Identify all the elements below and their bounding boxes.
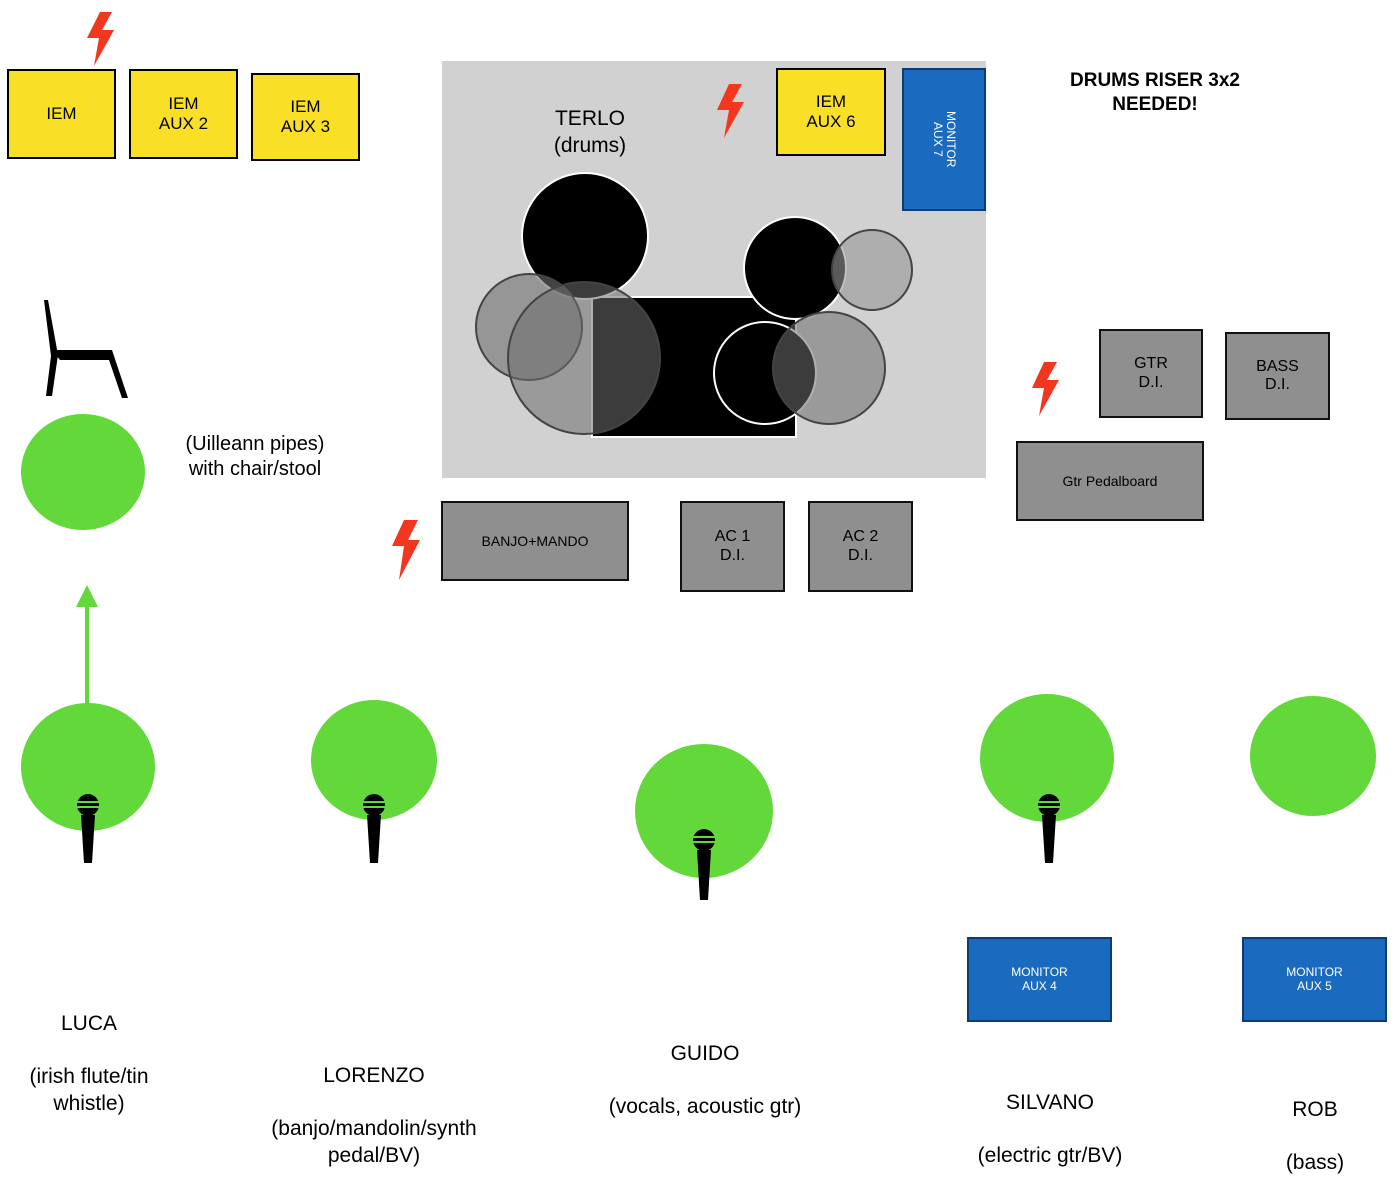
- pipes-note: (Uilleann pipes) with chair/stool: [185, 433, 325, 481]
- drums-riser-note: DRUMS RISER 3x2 NEEDED!: [1070, 70, 1240, 115]
- power-icon: [717, 84, 744, 138]
- monitor-aux4-box: MONITOR AUX 4: [967, 937, 1112, 1022]
- musician-label-rob: ROB (bass): [1250, 1070, 1380, 1203]
- power-icon: [1032, 362, 1059, 416]
- musician-name: ROB: [1292, 1097, 1338, 1121]
- monitor-aux5-box: MONITOR AUX 5: [1242, 937, 1387, 1022]
- microphone-icon: [1038, 794, 1060, 863]
- bass-di-box: BASS D.I.: [1225, 332, 1330, 420]
- chair-icon: [44, 300, 128, 398]
- musician-label-lorenzo: LORENZO (banjo/mandolin/synth pedal/BV): [244, 1036, 504, 1196]
- musician-role: (vocals, acoustic gtr): [608, 1094, 802, 1118]
- gtr-pedalboard: Gtr Pedalboard: [1016, 441, 1204, 521]
- power-icon: [392, 520, 420, 580]
- splash-cymbal: [831, 229, 913, 311]
- musician-role: (banjo/mandolin/synth pedal/BV): [271, 1116, 477, 1167]
- monitor-aux7-label: MONITOR AUX 7: [931, 111, 959, 168]
- musician-label-silvano: SILVANO (electric gtr/BV): [940, 1063, 1160, 1196]
- musician-role: (electric gtr/BV): [977, 1143, 1123, 1167]
- power-icon: [87, 12, 114, 66]
- microphone-icon: [363, 794, 385, 863]
- drum-kit: [475, 172, 913, 438]
- musician-position-lorenzo: [311, 700, 437, 820]
- microphone-icon: [77, 794, 99, 863]
- musician-label-guido: GUIDO (vocals, acoustic gtr): [580, 1014, 830, 1147]
- musician-name: GUIDO: [670, 1041, 740, 1065]
- iem-aux2-box: IEM AUX 2: [129, 69, 238, 159]
- drummer-label: TERLO (drums): [553, 107, 627, 157]
- iem-aux3-box: IEM AUX 3: [251, 73, 360, 161]
- musician-role: (irish flute/tin whistle): [29, 1064, 149, 1115]
- musician-role: (bass): [1285, 1150, 1345, 1174]
- tom-right: [743, 216, 847, 320]
- musician-name: LUCA: [60, 1011, 118, 1035]
- iem-aux6-box: IEM AUX 6: [776, 68, 886, 156]
- musician-position-silvano: [980, 694, 1114, 822]
- arrow-up-icon: [76, 585, 98, 705]
- ac1-di-box: AC 1 D.I.: [680, 501, 785, 592]
- crash-cymbal-left: [507, 281, 661, 435]
- iem-box: IEM: [7, 69, 116, 159]
- banjo-mando-box: BANJO+MANDO: [441, 501, 629, 581]
- musician-position-guido: [635, 744, 773, 878]
- musician-name: SILVANO: [1006, 1090, 1094, 1114]
- pipes-musician-position: [21, 414, 145, 530]
- stage-plot-graphics: [21, 12, 1376, 900]
- ride-cymbal: [772, 311, 886, 425]
- microphone-icon: [693, 829, 715, 900]
- musician-position-luca: [21, 703, 155, 831]
- monitor-aux7-box: MONITOR AUX 7: [902, 68, 986, 211]
- ac2-di-box: AC 2 D.I.: [808, 501, 913, 592]
- musician-label-luca: LUCA (irish flute/tin whistle): [0, 984, 178, 1144]
- gtr-di-box: GTR D.I.: [1099, 329, 1203, 418]
- musician-name: LORENZO: [323, 1063, 425, 1087]
- musician-position-rob: [1250, 696, 1376, 816]
